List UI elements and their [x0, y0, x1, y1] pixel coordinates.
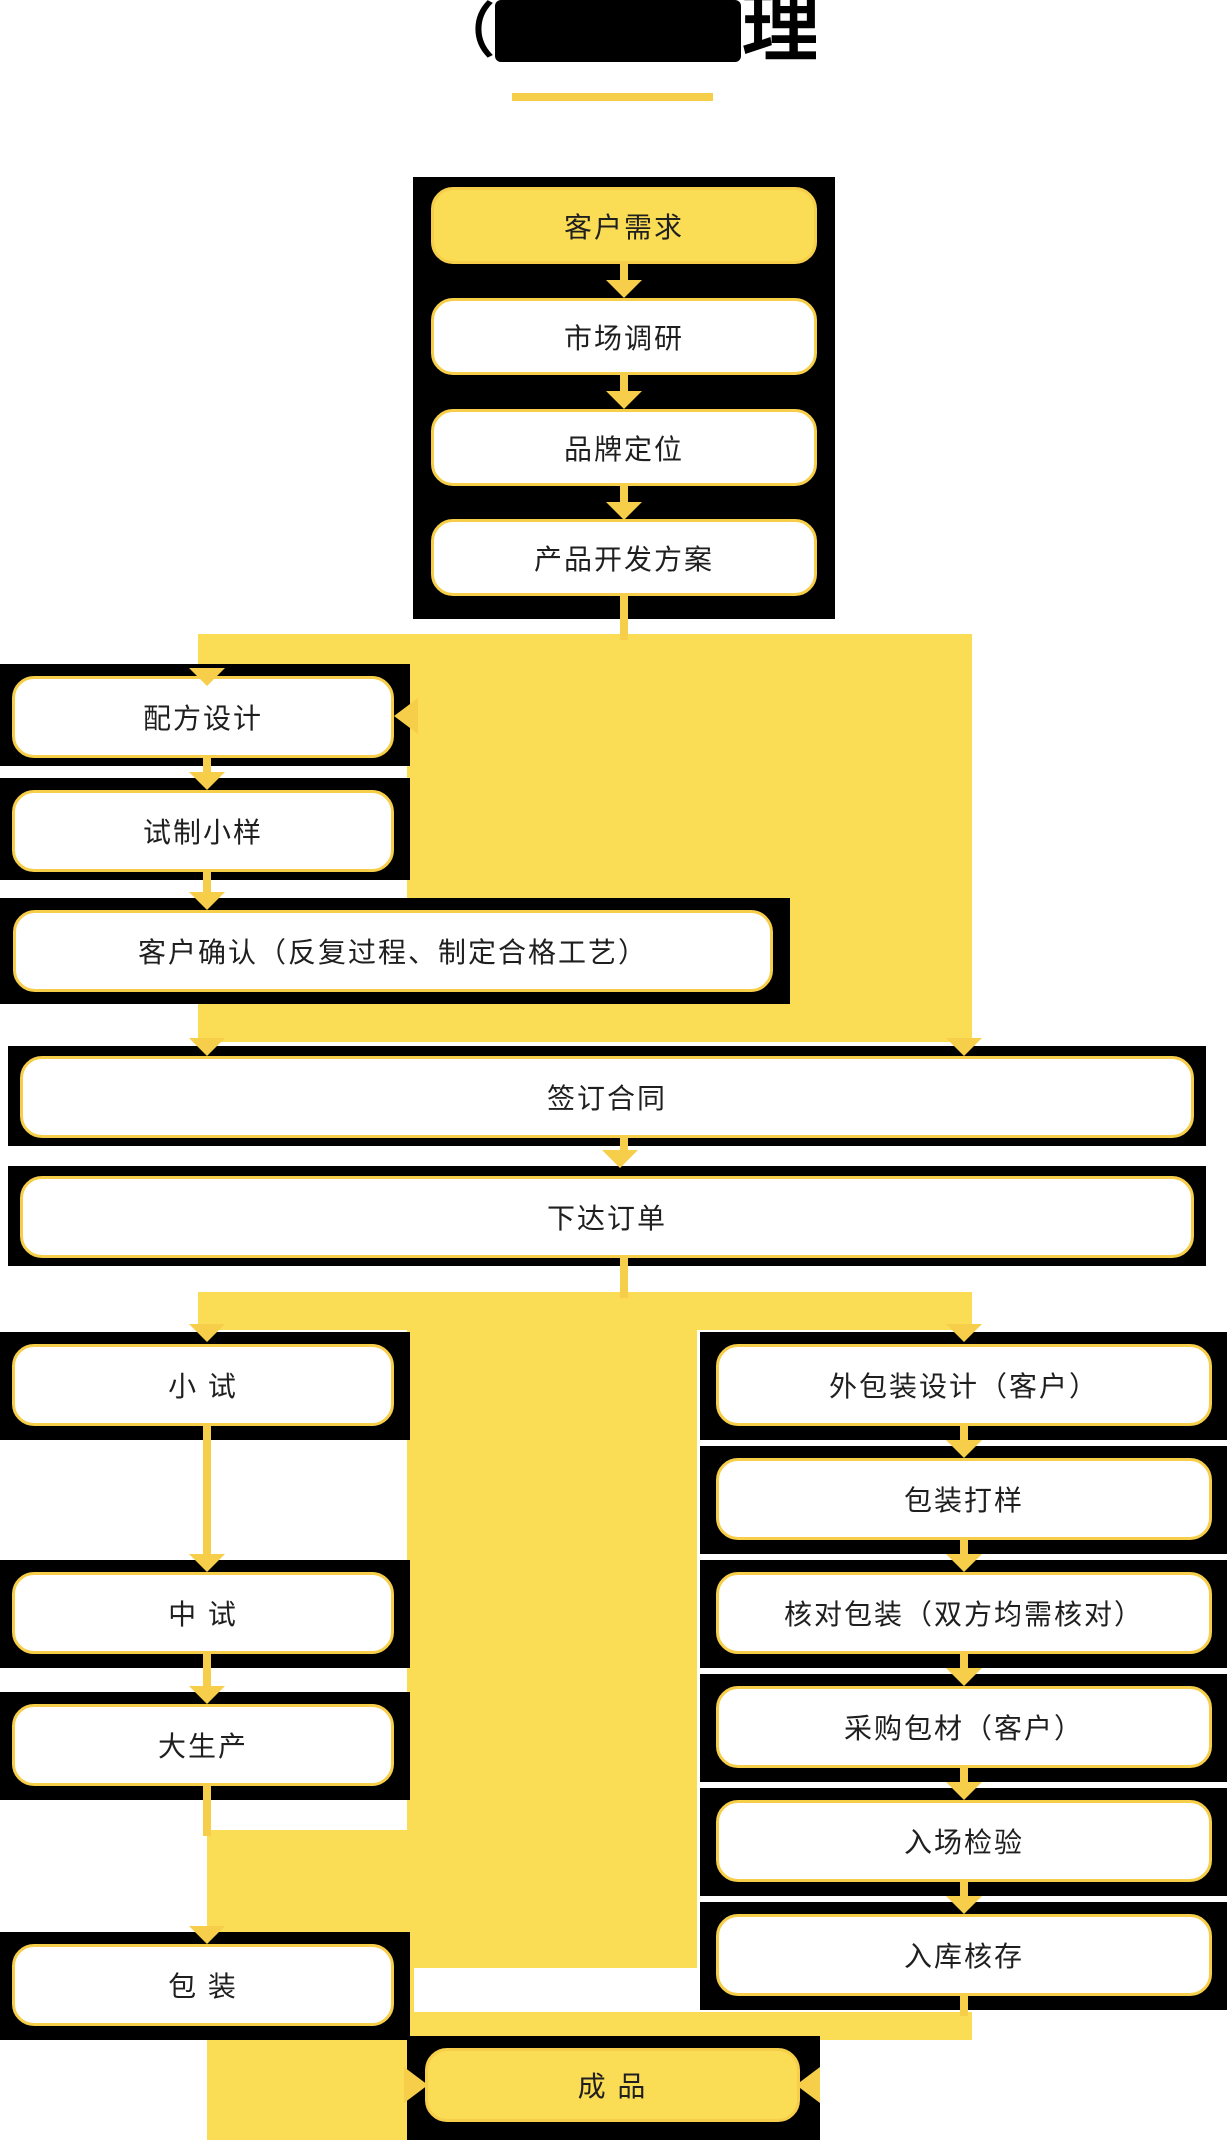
node-place-order: 下达订单	[20, 1176, 1194, 1258]
node-incoming-inspection: 入场检验	[716, 1800, 1212, 1882]
title-trailing-char: 理	[741, 0, 816, 68]
arrow-down-to-place-order	[602, 1150, 638, 1168]
node-purchase-material: 采购包材（客户）	[716, 1686, 1212, 1768]
node-warehouse-stock: 入库核存	[716, 1914, 1212, 1996]
stem-need-market	[620, 264, 628, 282]
stem-design-proofing	[960, 1426, 968, 1444]
stem-brand-devplan	[620, 486, 628, 504]
arrow-down-to-package-proofing	[946, 1440, 982, 1458]
node-packaging: 包 装	[12, 1944, 394, 2026]
stem-massprod-packaging	[203, 1786, 211, 1836]
arrow-down-to-incoming-inspection	[946, 1782, 982, 1800]
title-blob	[495, 0, 741, 62]
stem-pilottest-massprod	[203, 1654, 211, 1690]
arrow-down-to-contract-right	[946, 1038, 982, 1056]
node-finished-product: 成 品	[425, 2048, 800, 2122]
arrow-down-to-trial-sample	[189, 772, 225, 790]
node-package-proofing: 包装打样	[716, 1458, 1212, 1540]
arrow-down-to-outer-package-design	[946, 1324, 982, 1342]
node-pilot-test: 中 试	[12, 1572, 394, 1654]
stem-check-purchase	[960, 1654, 968, 1672]
arrow-right-to-finished-product	[404, 2067, 428, 2103]
arrow-left-feedback-to-formula-design	[394, 698, 418, 734]
node-customer-confirm: 客户确认（反复过程、制定合格工艺）	[13, 910, 773, 992]
stem-market-brand	[620, 375, 628, 393]
node-brand-positioning: 品牌定位	[431, 409, 817, 486]
arrow-down-to-product-dev-plan	[606, 502, 642, 520]
arrow-down-to-packaging	[189, 1926, 225, 1944]
connector-band-contract	[198, 1004, 972, 1042]
title-underline	[512, 93, 713, 101]
node-trial-sample: 试制小样	[12, 790, 394, 872]
arrow-down-to-pilot-test	[189, 1554, 225, 1572]
stem-inspection-stock	[960, 1882, 968, 1900]
node-customer-need: 客户需求	[431, 187, 817, 264]
title-open-paren: （	[436, 0, 495, 64]
stem-contract-order	[620, 1138, 628, 1154]
stem-smalltest-pilottest	[203, 1426, 211, 1558]
page-title: （ 理	[436, 0, 816, 68]
node-market-research: 市场调研	[431, 298, 817, 375]
node-package-check: 核对包装（双方均需核对）	[716, 1572, 1212, 1654]
node-mass-production: 大生产	[12, 1704, 394, 1786]
node-product-dev-plan: 产品开发方案	[431, 519, 817, 596]
stem-proofing-check	[960, 1540, 968, 1558]
stem-sample-confirm	[203, 872, 211, 896]
arrow-down-to-formula-design	[189, 668, 225, 686]
arrow-down-to-package-check	[946, 1554, 982, 1572]
arrow-down-to-purchase-material	[946, 1668, 982, 1686]
arrow-down-to-customer-confirm	[189, 892, 225, 910]
node-small-test: 小 试	[12, 1344, 394, 1426]
stem-formula-sample	[203, 758, 211, 776]
arrow-down-to-mass-production	[189, 1686, 225, 1704]
arrow-down-to-contract-left	[189, 1038, 225, 1056]
stem-stock-band	[960, 1996, 968, 2016]
stem-devplan-band	[620, 596, 628, 640]
node-outer-package-design: 外包装设计（客户）	[716, 1344, 1212, 1426]
arrow-down-to-small-test	[189, 1324, 225, 1342]
connector-column-lower	[407, 1292, 697, 1968]
arrow-left-to-finished-product	[796, 2067, 820, 2103]
node-formula-design: 配方设计	[12, 676, 394, 758]
stem-order-band	[620, 1258, 628, 1298]
stem-purchase-inspection	[960, 1768, 968, 1786]
arrow-down-to-market-research	[606, 280, 642, 298]
arrow-down-to-warehouse-stock	[946, 1896, 982, 1914]
node-sign-contract: 签订合同	[20, 1056, 1194, 1138]
arrow-down-to-brand-positioning	[606, 391, 642, 409]
